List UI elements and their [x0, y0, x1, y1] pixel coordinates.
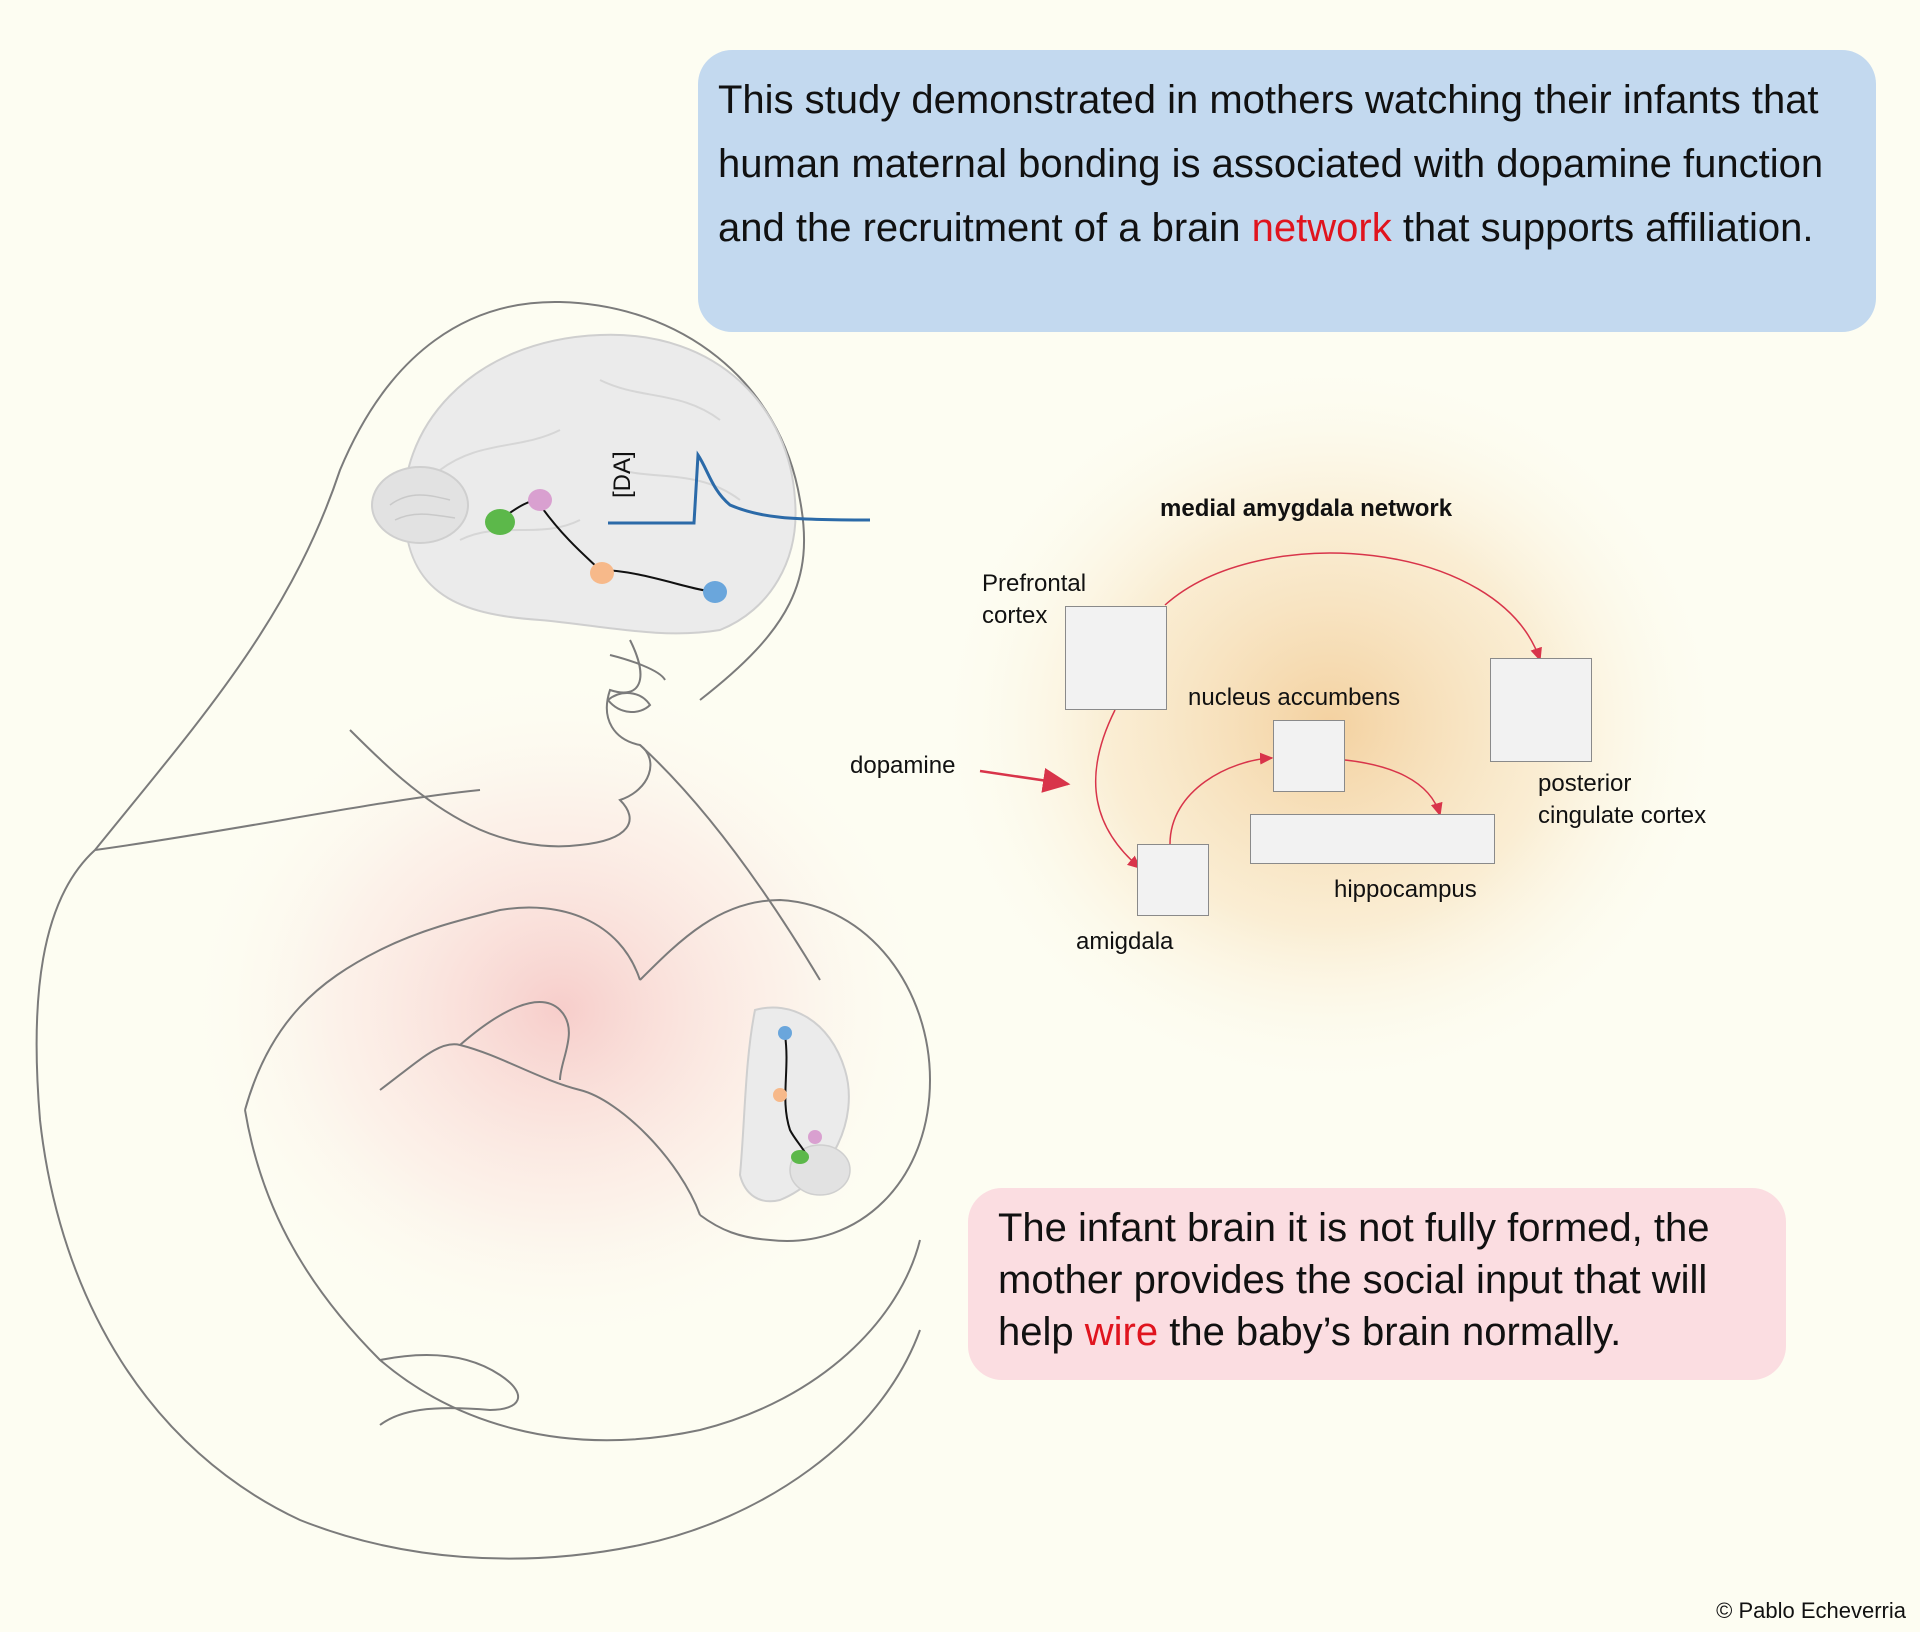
infant-brain	[738, 1006, 851, 1203]
mother-silhouette	[35, 300, 921, 1560]
infant-text-end: the baby’s brain normally.	[1158, 1310, 1622, 1354]
nucleus-accumbens-label: nucleus accumbens	[1188, 684, 1401, 711]
infant-silhouette	[244, 898, 932, 1242]
posterior-line1: posterior	[1538, 770, 1632, 797]
prefrontal-box	[1065, 606, 1167, 710]
infant-blue-node	[778, 1026, 792, 1040]
copyright-credit: © Pablo Echeverria	[1716, 1598, 1906, 1623]
arrow-accumbens-to-hippocampus	[1344, 759, 1443, 817]
summary-text-end: that supports affiliation.	[1391, 206, 1814, 250]
prefrontal-line2: cortex	[982, 602, 1048, 629]
posterior-line2: cingulate cortex	[1538, 802, 1707, 829]
infant-pink-node	[808, 1130, 822, 1144]
amigdala-box	[1137, 844, 1209, 916]
network-arrows	[979, 552, 1542, 869]
posterior-cingulate-box	[1490, 658, 1592, 762]
study-summary-callout: This study demonstrated in mothers watch…	[698, 50, 1876, 332]
infant-text-start: The infant brain it is not fully formed,…	[998, 1206, 1710, 1354]
orange-node	[590, 562, 614, 584]
posterior-cingulate-label: posterior cingulate cortex	[1538, 768, 1706, 832]
dopamine-arrow	[979, 767, 1071, 793]
arrow-prefrontal-to-posterior	[1164, 552, 1542, 662]
network-title: medial amygdala network	[1160, 495, 1453, 522]
arrow-prefrontal-to-amigdala	[1094, 709, 1142, 869]
arrow-amigdala-to-accumbens	[1169, 752, 1274, 845]
pink-node	[528, 489, 552, 511]
signal-label: [DA]	[609, 451, 636, 498]
dopamine-signal: [DA]	[608, 450, 871, 525]
summary-text-start: This study demonstrated in mothers watch…	[718, 78, 1824, 250]
infant-orange-node	[773, 1088, 787, 1102]
blue-node	[703, 581, 727, 603]
green-node	[485, 509, 515, 535]
infant-highlight: wire	[1084, 1310, 1159, 1354]
infant-brain-callout: The infant brain it is not fully formed,…	[968, 1188, 1786, 1380]
dopamine-label: dopamine	[850, 752, 956, 779]
hippocampus-label: hippocampus	[1334, 876, 1477, 903]
amigdala-label: amigdala	[1076, 928, 1174, 955]
summary-highlight: network	[1251, 206, 1392, 250]
prefrontal-line1: Prefrontal	[982, 570, 1087, 597]
hippocampus-box	[1250, 814, 1495, 864]
prefrontal-label: Prefrontal cortex	[982, 568, 1086, 632]
mother-brain	[371, 333, 797, 635]
infant-green-node	[791, 1150, 809, 1164]
nucleus-accumbens-box	[1273, 720, 1345, 792]
